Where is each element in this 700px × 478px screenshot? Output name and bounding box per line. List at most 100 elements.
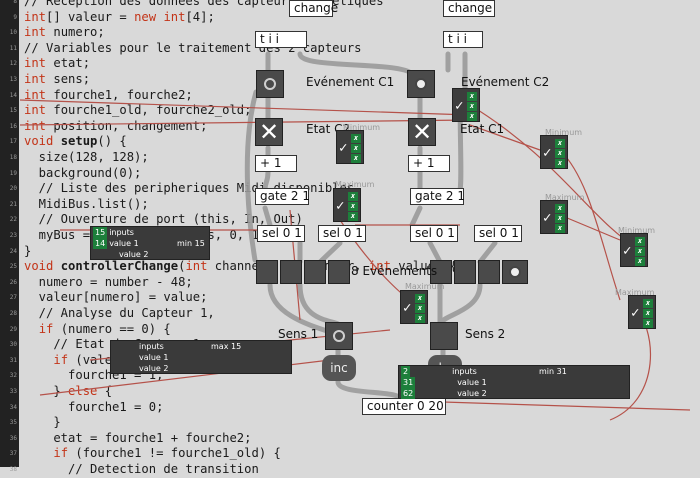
bang-button-c2[interactable] [407,70,435,98]
inputs-label: inputs [139,342,164,351]
minimum-object-4[interactable]: ✓ x x x [620,233,648,267]
input-number[interactable]: 31 [401,377,416,388]
line-number: 24 [9,247,17,255]
sel-object-3[interactable]: sel 0 1 [410,225,458,242]
max-label: max [211,342,229,351]
x-icon: x [635,237,645,246]
x-icon: x [643,299,653,308]
line-number: 21 [9,200,17,208]
line-number: 27 [9,294,17,302]
code-line: etat = fourche1 + fourche2; [24,430,252,445]
line-number: 16 [9,122,17,130]
line-number: 12 [9,60,17,68]
plus1-object-1[interactable]: + 1 [255,155,297,172]
bang-sens-1[interactable] [325,322,353,350]
maximum-object-4[interactable]: ✓ x x x [400,290,428,324]
tii-object-1[interactable]: t i i [255,31,307,48]
event-bang-4[interactable] [328,260,350,284]
line-number: 17 [9,138,17,146]
bang-button-c1[interactable] [256,70,284,98]
change-object-2[interactable]: change [443,0,495,17]
code-line: int fourche1_old, fourche2_old; [24,103,252,118]
event-bang-5[interactable] [430,260,452,284]
code-line: MidiBus.list(); [24,196,149,211]
maximum-object-3[interactable]: ✓ x x x [628,295,656,329]
check-icon: ✓ [543,210,552,226]
code-line: background(0); [24,165,142,180]
toggle-etat-c1[interactable]: ✕ [408,118,436,146]
line-number: 32 [9,372,17,380]
min-value[interactable]: 31 [556,367,567,376]
tii-object-2[interactable]: t i i [443,31,483,48]
value1-label: value 1 [139,353,169,362]
sel-object-1[interactable]: sel 0 1 [257,225,305,242]
min-label: min [539,367,555,376]
x-icon: x [467,102,477,111]
sel-object-4[interactable]: sel 0 1 [474,225,522,242]
inputs-label: inputs [452,367,477,376]
label-sens-1: Sens 1 [278,327,319,341]
line-number: 35 [9,419,17,427]
code-line: void setup() { [24,134,127,149]
line-number: 8 [13,0,17,5]
label-evenement-c2: Evénement C2 [461,75,550,89]
value2-label: value 2 [119,250,149,259]
bang-sens-2[interactable] [430,322,458,350]
code-line: int[] valeur = new int[4]; [24,9,215,24]
event-bang-7[interactable] [478,260,500,284]
maximum-object-2[interactable]: ✓ x x x [333,188,361,222]
check-icon: ✓ [336,198,345,214]
maximum-title-2: Maximum [335,180,375,189]
x-icon: x [555,159,565,168]
event-bang-2[interactable] [280,260,302,284]
x-icon: x [351,134,361,143]
input-number[interactable]: 15 [93,227,108,238]
gate-object-2[interactable]: gate 2 1 [410,188,465,205]
check-icon: ✓ [623,243,632,259]
event-bang-6[interactable] [454,260,476,284]
inputs-label: inputs [109,228,134,237]
minimum-title-1: Minimum [343,123,381,132]
code-line: // Variables pour le traitement des 2 ca… [24,40,362,55]
code-line: int fourche1, fourche2; [24,87,193,102]
code-line: } [24,243,32,258]
x-icon: x [351,144,361,153]
input-number[interactable]: 62 [401,388,416,399]
x-icon: x [351,154,361,163]
min-value[interactable]: 15 [194,239,205,248]
x-icon: x [555,204,565,213]
input-number[interactable]: 2 [401,366,411,377]
change-object-1[interactable]: change [289,0,338,17]
inspector-panel-2[interactable]: inputs value 1 value 2 max 15 [110,340,292,374]
event-bang-1[interactable] [256,260,278,284]
input-number[interactable]: 14 [93,238,108,249]
value1-label: value 1 [457,378,487,387]
code-line: // Detection de transition [24,462,259,476]
minimum-object-3[interactable]: ✓ x x x [540,135,568,169]
label-sens-2: Sens 2 [465,327,506,341]
line-number: 30 [9,341,17,349]
minimum-object-1[interactable]: ✓ x x x [336,130,364,164]
x-icon: x [643,319,653,328]
line-number: 14 [9,91,17,99]
max-value[interactable]: 15 [230,342,242,351]
line-number: 11 [9,44,17,52]
code-line: fourche1 = 0; [24,399,164,414]
code-line: // Liste des peripheriques Midi disponib… [24,181,355,196]
gate-object-1[interactable]: gate 2 1 [255,188,310,205]
x-icon: x [415,294,425,303]
plus1-object-2[interactable]: + 1 [408,155,450,172]
toggle-etat-c2[interactable]: ✕ [255,118,283,146]
minimum-object-2[interactable]: ✓ x x x [452,88,480,122]
line-number: 22 [9,216,17,224]
inc-button[interactable]: inc [322,355,356,381]
maximum-object-1[interactable]: ✓ x x x [540,200,568,234]
code-line: } else { [24,384,113,398]
counter-object[interactable]: counter 0 20 [362,398,446,415]
line-number: 26 [9,278,17,286]
event-bang-8[interactable] [502,260,528,284]
sel-object-2[interactable]: sel 0 1 [318,225,366,242]
event-bang-3[interactable] [304,260,326,284]
